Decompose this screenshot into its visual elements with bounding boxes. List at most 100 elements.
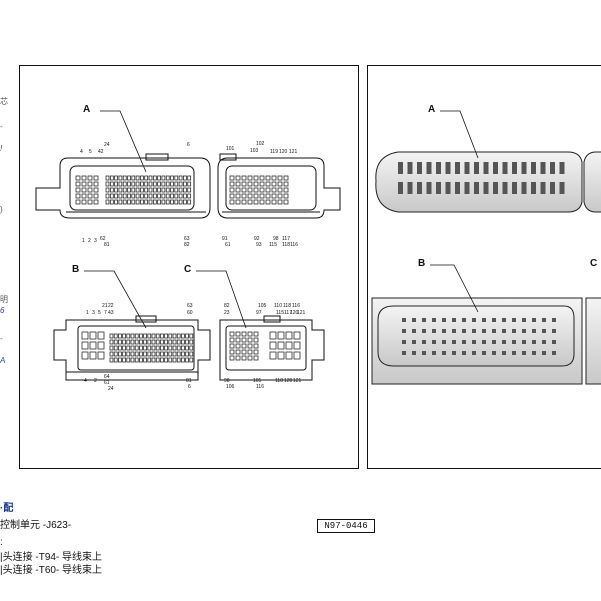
pin-cavity xyxy=(189,345,194,351)
photo-pin-cavity xyxy=(462,329,466,333)
photo-pin-cavity xyxy=(462,351,466,355)
photo-pin-cavity xyxy=(483,162,489,174)
pin-cavity xyxy=(176,345,181,351)
photo-leader-lines xyxy=(430,110,479,313)
pin-cavity xyxy=(165,181,170,187)
pin-cavity xyxy=(293,331,301,340)
pin-cavity xyxy=(139,339,143,345)
pin-cavity xyxy=(113,339,118,345)
pin-cavity xyxy=(81,187,87,193)
pin-cavity xyxy=(122,199,127,205)
pin-cavity xyxy=(183,199,187,205)
pin-cavity xyxy=(189,333,194,339)
pin-cavity xyxy=(135,175,140,181)
pin-cavity xyxy=(259,175,265,181)
pin-number: 103 xyxy=(250,148,259,154)
photo-pin-cavity xyxy=(532,318,536,322)
pin-cavity xyxy=(87,187,93,193)
pin-cavity xyxy=(75,193,81,199)
pin-cavity xyxy=(277,175,283,181)
photo-pin-cavity xyxy=(422,351,426,355)
connector-diagram-panel: A B C 4 5 42 24 6 101 102 103 119 120 12… xyxy=(19,65,375,533)
pin-number: 115 xyxy=(276,310,284,316)
pin-cavity xyxy=(183,187,187,193)
pin-cavity xyxy=(127,199,131,205)
pin-cavity xyxy=(127,181,131,187)
pin-cavity xyxy=(105,193,110,199)
pin-number: 22 xyxy=(108,303,114,309)
pin-cavity xyxy=(253,181,259,187)
photo-pin-cavity xyxy=(422,329,426,333)
pin-number: 110 xyxy=(274,303,282,309)
edge-fragment: 明 xyxy=(0,295,8,304)
pin-cavity xyxy=(247,331,253,337)
pin-cavity xyxy=(157,187,161,193)
pin-cavity xyxy=(253,337,259,343)
pin-cavity xyxy=(148,175,153,181)
pin-cavity xyxy=(144,187,149,193)
pin-cavity xyxy=(277,187,283,193)
photo-pin-cavity xyxy=(552,329,556,333)
pin-cavity xyxy=(147,351,152,357)
pin-cavity xyxy=(253,187,259,193)
photo-pin-cavity xyxy=(552,318,556,322)
pin-number: 6 xyxy=(187,142,190,148)
photo-pin-cavity xyxy=(559,182,565,194)
pin-cavity xyxy=(147,357,152,363)
photo-pin-cavity xyxy=(412,318,416,322)
pin-cavity xyxy=(271,181,277,187)
pin-cavity xyxy=(109,193,114,199)
pin-cavity xyxy=(165,187,170,193)
pin-number: 116 xyxy=(290,242,298,248)
pin-cavity xyxy=(87,193,93,199)
pin-cavity xyxy=(176,339,181,345)
pin-cavity xyxy=(143,345,147,351)
pin-cavity xyxy=(165,199,170,205)
pin-cavity xyxy=(235,355,241,361)
pin-cavity xyxy=(247,193,253,199)
pin-cavity xyxy=(235,187,241,193)
pin-cavity xyxy=(109,351,114,357)
pin-cavity xyxy=(164,345,168,351)
pin-cavity xyxy=(241,193,247,199)
pin-cavity xyxy=(140,187,144,193)
photo-pin-cavity xyxy=(455,182,460,194)
pin-cavity xyxy=(130,339,135,345)
photo-pin-cavity xyxy=(436,162,441,174)
pin-number: 6 xyxy=(188,384,191,390)
pin-number: 24 xyxy=(104,142,110,148)
pin-cavity xyxy=(229,343,235,349)
photo-pin-cavity xyxy=(522,340,526,344)
pin-cavity xyxy=(75,187,81,193)
pin-cavity xyxy=(174,199,179,205)
pin-cavity xyxy=(93,199,99,205)
photo-pin-cavity xyxy=(492,340,496,344)
pin-number: 81 xyxy=(186,378,192,384)
pin-cavity xyxy=(269,331,277,340)
pin-cavity xyxy=(152,193,157,199)
pin-cavity xyxy=(160,333,164,339)
photo-pin-grid-a xyxy=(398,162,565,194)
photo-pin-cavity xyxy=(462,340,466,344)
pin-cavity xyxy=(185,339,189,345)
pin-cavity xyxy=(241,343,247,349)
pin-cavity xyxy=(277,351,285,360)
pin-cavity xyxy=(152,181,157,187)
pin-cavity xyxy=(269,341,277,350)
pin-cavity xyxy=(271,175,277,181)
pin-cavity xyxy=(187,187,192,193)
photo-pin-cavity xyxy=(502,340,506,344)
pin-number: 5 xyxy=(89,149,92,155)
pin-cavity xyxy=(131,199,136,205)
photo-pin-cavity xyxy=(426,182,432,194)
pin-cavity xyxy=(183,175,187,181)
pin-cavity xyxy=(187,193,192,199)
photo-pin-cavity xyxy=(442,318,446,322)
pin-cavity xyxy=(170,175,174,181)
pin-cavity xyxy=(97,351,105,360)
pin-cavity xyxy=(144,175,149,181)
pin-cavity xyxy=(235,193,241,199)
pin-cavity xyxy=(139,333,143,339)
connector-t60-line: |头连接 -T60- 导线束上 xyxy=(0,565,103,576)
pin-cavity xyxy=(109,175,114,181)
